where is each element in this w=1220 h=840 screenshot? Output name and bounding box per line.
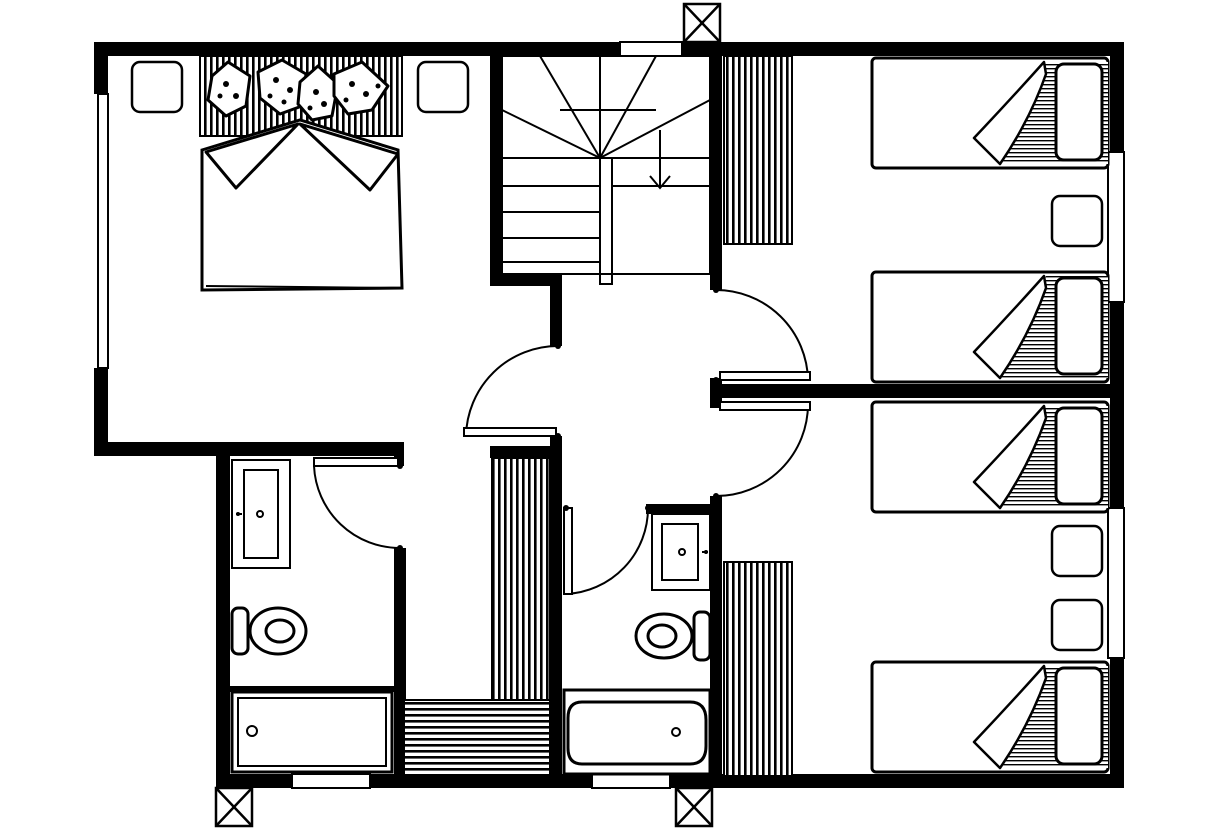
toilet-icon bbox=[634, 610, 712, 662]
closets bbox=[403, 55, 793, 777]
toilet-icon bbox=[230, 606, 308, 656]
pillow-icon bbox=[1054, 666, 1104, 766]
wall-bedrooms-divider bbox=[716, 384, 1116, 398]
wall-hall-left-stub bbox=[550, 280, 562, 346]
window-icon bbox=[619, 41, 683, 57]
closet-icon bbox=[491, 457, 551, 703]
sink-icon bbox=[651, 513, 711, 591]
wall-stair-left bbox=[490, 56, 502, 286]
window-icon bbox=[291, 773, 371, 789]
outer-wall-left-lower bbox=[94, 368, 108, 456]
window-icon bbox=[1107, 151, 1125, 303]
pillow-icon bbox=[1054, 276, 1104, 376]
wall-bath1-tub bbox=[228, 686, 398, 692]
nightstand-icon bbox=[1050, 598, 1104, 652]
bathtub-icon bbox=[230, 690, 394, 774]
wall-master-bottom bbox=[94, 442, 404, 456]
wall-bath2-top bbox=[646, 504, 718, 514]
wall-hall-right-stub bbox=[710, 378, 722, 408]
door-hinges bbox=[397, 287, 719, 551]
nightstands-right bbox=[1050, 194, 1104, 652]
outer-wall-left-bath bbox=[216, 442, 230, 788]
window-icon bbox=[1107, 507, 1125, 659]
nightstand-icon bbox=[416, 60, 470, 114]
doors bbox=[313, 287, 811, 595]
bathroom-center bbox=[562, 513, 712, 776]
bathtub-icon bbox=[562, 688, 712, 776]
wall-hall-left-lower bbox=[550, 436, 562, 782]
wall-stair-bottom bbox=[490, 274, 562, 286]
vent-icon bbox=[674, 786, 714, 828]
outer-wall-top bbox=[94, 42, 1124, 56]
sink-icon bbox=[231, 459, 291, 569]
nightstand-icon bbox=[130, 60, 184, 114]
closet-icon bbox=[723, 55, 793, 245]
pillow-icon bbox=[206, 58, 390, 122]
bed-icon bbox=[199, 55, 404, 292]
nightstand-icon bbox=[1050, 524, 1104, 578]
wall-bath1-top-stub bbox=[394, 442, 404, 466]
door-swing-icon bbox=[313, 457, 401, 550]
wall-closet-top bbox=[490, 446, 562, 458]
master-bed bbox=[130, 55, 470, 292]
closet-icon bbox=[723, 561, 793, 777]
closet-icon bbox=[403, 699, 551, 777]
windows bbox=[97, 41, 1125, 789]
bed-icon bbox=[870, 660, 1110, 774]
pillow-icon bbox=[1054, 406, 1104, 506]
nightstand-icon bbox=[1050, 194, 1104, 248]
single-beds bbox=[870, 56, 1110, 774]
door-swing-icon bbox=[715, 289, 811, 381]
wall-stair-right bbox=[710, 56, 722, 290]
vent-icon bbox=[214, 786, 254, 828]
outer-wall-left-upper bbox=[94, 42, 108, 94]
stairs-icon bbox=[501, 55, 711, 285]
pillow-icon bbox=[1054, 62, 1104, 162]
door-swing-icon bbox=[563, 507, 650, 595]
bathroom-left bbox=[230, 459, 394, 774]
window-icon bbox=[97, 93, 109, 369]
wall-hall-right-lower bbox=[710, 496, 722, 782]
bed-icon bbox=[870, 270, 1110, 384]
vent-icon bbox=[682, 2, 722, 44]
door-swing-icon bbox=[715, 401, 811, 497]
bed-icon bbox=[870, 400, 1110, 514]
pillow-dots bbox=[217, 77, 381, 111]
window-icon bbox=[591, 773, 671, 789]
bed-icon bbox=[870, 56, 1110, 170]
door-swing-icon bbox=[463, 345, 559, 437]
vents bbox=[214, 2, 722, 828]
